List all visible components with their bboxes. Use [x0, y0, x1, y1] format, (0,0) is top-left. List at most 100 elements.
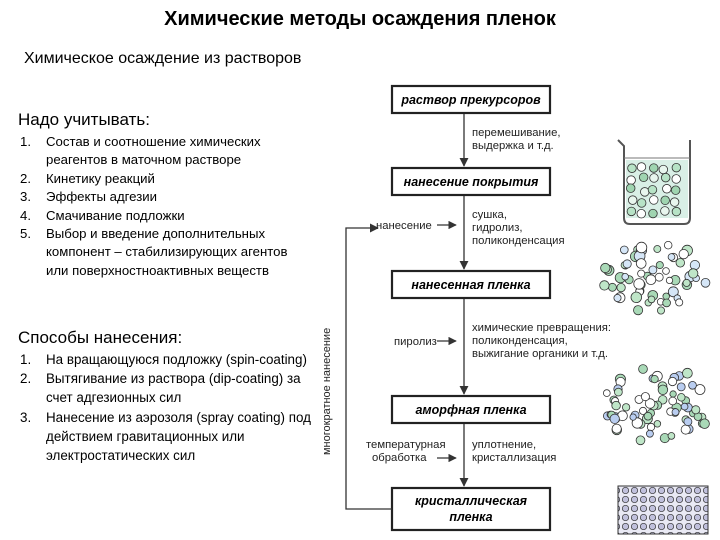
particle: [654, 272, 664, 282]
particle: [627, 163, 637, 173]
particle: [694, 384, 706, 395]
slide-subtitle: Химическое осаждение из растворов: [24, 50, 302, 67]
svg-text:сушка,: сушка,: [472, 209, 507, 221]
methods-list: 1.На вращающуюся подложку (spin-coating)…: [20, 350, 315, 465]
particle: [699, 418, 710, 429]
particle: [700, 277, 711, 288]
particle: [629, 413, 637, 421]
particle: [662, 298, 671, 308]
particle: [682, 278, 691, 287]
svg-text:гидролиз,: гидролиз,: [472, 222, 523, 234]
particle: [646, 429, 654, 438]
particle: [664, 240, 673, 250]
particle: [657, 384, 669, 396]
list-item: 4.Смачивание подложки: [20, 207, 185, 223]
particle: [662, 292, 670, 300]
particle: [630, 291, 643, 304]
particle: [677, 393, 686, 402]
particle: [649, 173, 659, 183]
particle: [657, 306, 666, 315]
particle: [638, 364, 648, 374]
particle: [635, 435, 646, 446]
particle: [647, 185, 658, 195]
particle: [638, 172, 649, 183]
list-item: 2.Вытягивание из раствора (dip-coating) …: [20, 371, 301, 406]
particle: [660, 195, 670, 206]
particle: [675, 298, 684, 307]
particle: [682, 367, 693, 379]
particle: [671, 408, 680, 417]
particle: [613, 293, 622, 302]
particle: [609, 413, 620, 424]
particle: [649, 195, 659, 205]
box-coating: нанесение покрытия: [390, 166, 552, 197]
particle: [636, 162, 647, 172]
particle: [676, 382, 686, 392]
side-arrows: [437, 220, 457, 463]
consider-list: 1.Состав и соотношение химических реаген…: [20, 133, 310, 280]
particle: [650, 374, 659, 384]
box-applied-film: нанесенная пленка: [390, 269, 552, 300]
particle: [667, 253, 676, 261]
particle: [646, 422, 656, 432]
particle: [616, 282, 626, 293]
particle: [669, 390, 677, 398]
particle: [622, 259, 632, 269]
svg-text:перемешивание,: перемешивание,: [472, 127, 561, 139]
particle: [614, 387, 623, 397]
particle: [635, 241, 648, 254]
particle: [660, 172, 671, 183]
particle: [631, 417, 643, 429]
svg-text:пленка: пленка: [449, 510, 492, 524]
particle: [671, 174, 681, 184]
particle: [691, 405, 701, 415]
particle-cluster-illustration: [599, 240, 711, 316]
particle: [669, 197, 680, 207]
process-notes: перемешивание, выдержка и т.д. нанесение…: [366, 127, 611, 464]
particle: [621, 273, 629, 281]
crystal-lattice-illustration: [617, 485, 709, 535]
particle: [602, 389, 611, 397]
svg-text:температурная: температурная: [366, 439, 446, 451]
particle: [611, 400, 621, 411]
particle: [662, 184, 672, 194]
particle: [671, 206, 682, 217]
list-item: 1.Состав и соотношение химических реаген…: [20, 134, 261, 168]
box-amorphous-film: аморфная пленка: [390, 394, 552, 425]
particle: [665, 276, 674, 284]
particle: [648, 265, 658, 275]
particle: [599, 280, 610, 291]
particle: [645, 274, 657, 286]
particle: [626, 183, 636, 193]
list-item: 1.На вращающуюся подложку (spin-coating): [20, 352, 307, 367]
particle: [643, 411, 653, 421]
repeat-loop-label: многократное нанесение: [321, 328, 333, 455]
particle: [608, 282, 617, 292]
repeat-loop-arrow: [345, 223, 392, 510]
particle: [688, 380, 697, 390]
particle: [626, 175, 636, 185]
particle: [658, 164, 669, 175]
particle: [621, 403, 631, 412]
particle: [637, 269, 646, 278]
svg-text:выжигание органики и т.д.: выжигание органики и т.д.: [472, 348, 608, 360]
svg-text:нанесение покрытия: нанесение покрытия: [404, 175, 539, 189]
particle: [600, 262, 611, 274]
particle: [644, 398, 656, 409]
list-item: 3.Нанесение из аэрозоля (spray coating) …: [20, 409, 311, 464]
particle: [667, 376, 678, 387]
svg-text:кристаллическая: кристаллическая: [415, 494, 528, 508]
particle: [660, 206, 670, 216]
consider-heading: Надо учитывать:: [18, 110, 150, 129]
particle: [627, 195, 638, 205]
list-item: 5.Выбор и введение дополнительных компон…: [20, 226, 288, 278]
particle: [668, 396, 677, 406]
particle: [636, 209, 647, 219]
particle: [667, 286, 679, 298]
particle: [611, 423, 622, 434]
svg-text:выдержка и т.д.: выдержка и т.д.: [472, 140, 554, 152]
particle: [636, 198, 647, 208]
particle: [655, 261, 664, 270]
methods-heading: Способы нанесения:: [18, 328, 183, 347]
